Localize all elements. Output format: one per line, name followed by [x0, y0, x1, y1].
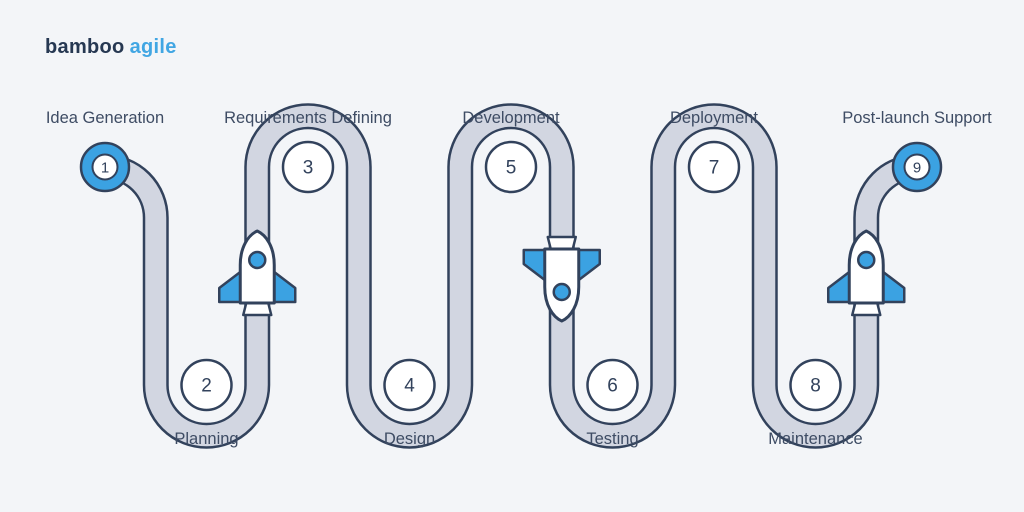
- stage-label: Requirements Defining: [224, 109, 392, 127]
- stage-node-5: 5 Development: [462, 109, 560, 194]
- stage-label: Design: [384, 430, 435, 448]
- rocket-fin-right: [273, 270, 297, 304]
- node-number: 7: [709, 158, 720, 179]
- node-circle: [903, 153, 931, 181]
- rocket-fin-left: [218, 270, 242, 304]
- node-circle: [180, 358, 233, 412]
- stage-label: Deployment: [670, 109, 758, 127]
- node-circle: [383, 358, 436, 412]
- stage-label: Testing: [586, 430, 638, 448]
- stage-label: Development: [462, 109, 560, 127]
- stage-node-3: 3 Requirements Defining: [224, 109, 392, 194]
- rocket-fin-left: [827, 270, 851, 304]
- node-circle: [586, 358, 639, 412]
- rocket-down-icon: [522, 235, 601, 323]
- rocket-fin-right: [882, 270, 906, 304]
- node-circle: [484, 140, 538, 194]
- stage-node-7: 7 Deployment: [670, 109, 758, 194]
- rocket-window: [857, 250, 876, 270]
- logo-bamboo: bamboo: [45, 36, 125, 58]
- node-circle: [789, 358, 842, 412]
- rocket-fin-right: [522, 248, 546, 282]
- rocket-up-icon: [827, 229, 906, 317]
- node-circle: [91, 153, 119, 181]
- rocket-nozzle: [851, 301, 882, 317]
- rocket-window: [248, 250, 267, 270]
- node-number: 3: [303, 158, 314, 179]
- stage-node-9: 9 Post-launch Support: [842, 109, 992, 193]
- node-number: 5: [506, 158, 517, 179]
- node-number: 6: [607, 376, 618, 397]
- rocket-fin-left: [577, 248, 601, 282]
- process-path: [104, 105, 918, 447]
- stage-label: Planning: [174, 430, 238, 448]
- rocket-up-icon: [218, 229, 297, 317]
- node-number: 9: [913, 159, 921, 176]
- node-circle: [281, 140, 335, 194]
- logo-agile: agile: [129, 36, 177, 58]
- rocket-nozzle: [242, 301, 273, 317]
- node-number: 1: [101, 159, 109, 176]
- node-number: 2: [201, 376, 212, 397]
- stage-label: Idea Generation: [46, 109, 164, 127]
- node-circle: [687, 140, 741, 194]
- node-number: 8: [810, 376, 821, 397]
- stage-label: Post-launch Support: [842, 109, 992, 127]
- rocket-nozzle: [546, 235, 577, 251]
- stage-label: Maintenance: [768, 430, 862, 448]
- rocket-window: [552, 282, 571, 302]
- stage-node-1: 1 Idea Generation: [46, 109, 164, 193]
- node-number: 4: [404, 376, 415, 397]
